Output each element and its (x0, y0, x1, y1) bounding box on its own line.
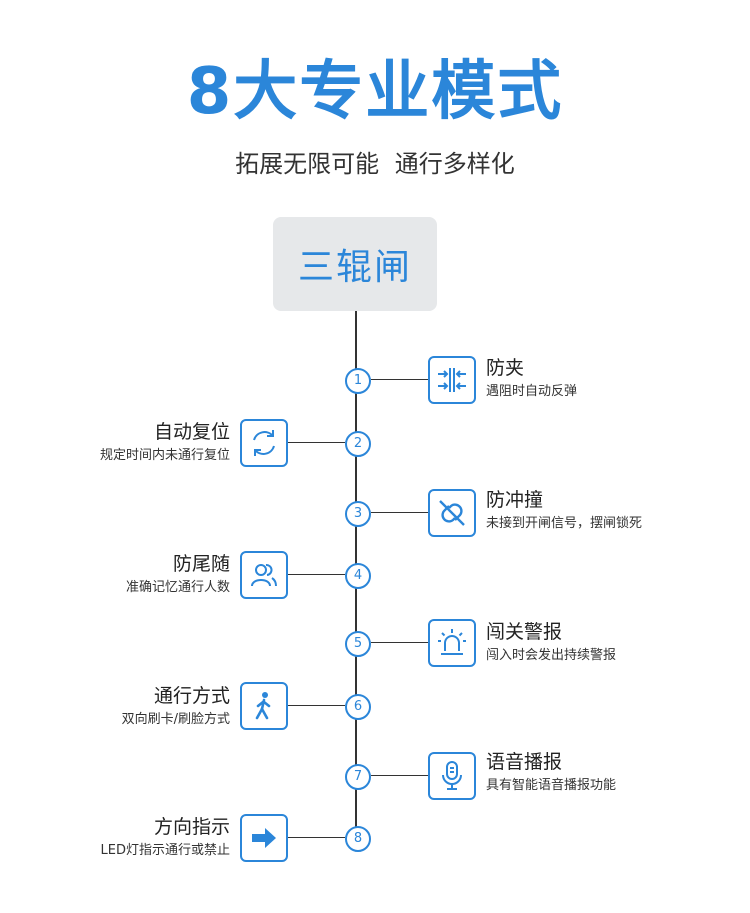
connector-4 (286, 574, 345, 575)
mode-desc-5: 闯入时会发出持续警报 (486, 648, 617, 663)
mode-number-2: 2 (345, 431, 371, 457)
mode-number-1: 1 (345, 368, 371, 394)
arrow-right-icon (240, 814, 288, 862)
refresh-icon (240, 419, 288, 467)
walking-person-icon (240, 682, 288, 730)
connector-7 (371, 775, 428, 776)
mode-title-5: 闯关警报 (486, 621, 563, 643)
mode-desc-2: 规定时间内未通行复位 (99, 448, 230, 463)
users-icon (240, 551, 288, 599)
product-name: 三辊闸 (297, 247, 412, 288)
mode-number-6: 6 (345, 694, 371, 720)
mode-desc-4: 准确记忆通行人数 (125, 580, 230, 595)
mode-number-7: 7 (345, 764, 371, 790)
connector-1 (371, 379, 428, 380)
mode-desc-3: 未接到开闸信号，摆闸锁死 (486, 516, 643, 531)
mode-title-1: 防夹 (486, 357, 525, 379)
mode-number-5: 5 (345, 631, 371, 657)
product-name-box: 三辊闸 (273, 217, 437, 311)
mode-desc-7: 具有智能语音播报功能 (486, 778, 617, 793)
microphone-icon (428, 752, 476, 800)
mode-title-8: 方向指示 (153, 816, 230, 838)
broken-link-icon (428, 489, 476, 537)
mode-number-4: 4 (345, 563, 371, 589)
connector-8 (286, 837, 345, 838)
mode-title-6: 通行方式 (153, 685, 230, 707)
mode-title-2: 自动复位 (153, 421, 230, 443)
connector-5 (371, 642, 428, 643)
connector-6 (286, 705, 345, 706)
mode-desc-6: 双向刷卡/刷脸方式 (121, 712, 230, 727)
page-subtitle: 拓展无限可能 通行多样化 (235, 150, 515, 178)
mode-desc-8: LED灯指示通行或禁止 (100, 843, 230, 858)
page-title: 8大专业模式 (186, 55, 564, 129)
alarm-light-icon (428, 619, 476, 667)
mode-number-3: 3 (345, 501, 371, 527)
connector-2 (286, 442, 345, 443)
mode-title-7: 语音播报 (486, 751, 563, 773)
anti-pinch-icon (428, 356, 476, 404)
mode-title-3: 防冲撞 (486, 489, 544, 511)
mode-number-8: 8 (345, 826, 371, 852)
connector-3 (371, 512, 428, 513)
mode-title-4: 防尾随 (172, 553, 230, 575)
mode-desc-1: 遇阻时自动反弹 (486, 384, 578, 399)
